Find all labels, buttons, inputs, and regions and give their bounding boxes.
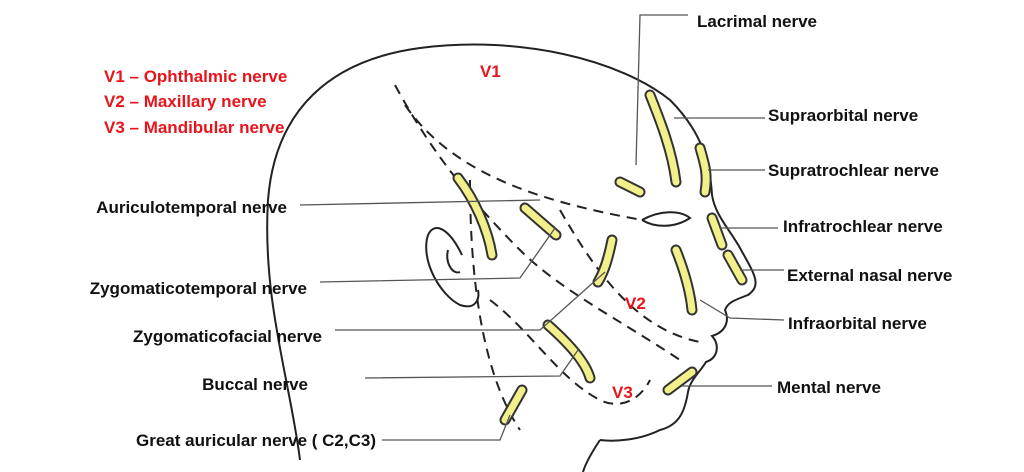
- label-great-auricular-nerve: Great auricular nerve ( C2,C3): [136, 431, 376, 450]
- label-zygomaticotemporal-nerve: Zygomaticotemporal nerve: [89, 279, 307, 298]
- region-v3: V3: [612, 383, 633, 402]
- head-outline: [266, 43, 757, 472]
- label-supraorbital-nerve: Supraorbital nerve: [768, 106, 919, 125]
- label-infratrochlear-nerve: Infratrochlear nerve: [783, 217, 943, 236]
- dermatome-boundaries: [394, 84, 701, 431]
- label-zygomaticofacial-nerve: Zygomaticofacial nerve: [133, 327, 322, 346]
- label-infraorbital-nerve: Infraorbital nerve: [788, 314, 927, 333]
- legend-v1: V1 – Ophthalmic nerve: [104, 67, 288, 86]
- label-mental-nerve: Mental nerve: [777, 378, 881, 397]
- label-supratrochlear-nerve: Supratrochlear nerve: [768, 161, 940, 180]
- region-v2: V2: [625, 294, 646, 313]
- legend-v3: V3 – Mandibular nerve: [104, 118, 285, 137]
- legend-v2: V2 – Maxillary nerve: [104, 92, 267, 111]
- label-auriculotemporal-nerve: Auriculotemporal nerve: [96, 198, 287, 217]
- leader-lines: [299, 14, 785, 441]
- label-buccal-nerve: Buccal nerve: [202, 375, 308, 394]
- region-v1: V1: [480, 62, 501, 81]
- label-external-nasal-nerve: External nasal nerve: [787, 266, 953, 285]
- nerve-branches: [452, 89, 748, 426]
- label-lacrimal-nerve: Lacrimal nerve: [697, 12, 818, 31]
